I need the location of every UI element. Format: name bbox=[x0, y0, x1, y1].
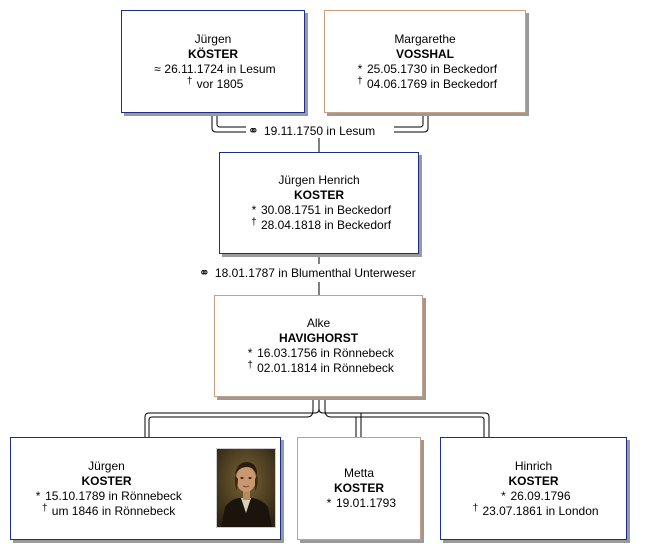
birth-icon: * bbox=[357, 61, 363, 76]
death-date: um 1846 in Rönnebeck bbox=[51, 503, 176, 518]
given-name: Jürgen Henrich bbox=[278, 173, 360, 187]
given-name: Hinrich bbox=[514, 458, 553, 473]
birth-date: 19.01.1793 bbox=[335, 496, 397, 510]
given-name: Jürgen bbox=[88, 458, 125, 473]
death-date: vor 1805 bbox=[196, 76, 244, 91]
death-date: 02.01.1814 in Rönnebeck bbox=[257, 361, 394, 375]
surname: KOSTER bbox=[333, 481, 384, 495]
person-box-alke-havighorst[interactable]: Alke HAVIGHORST * 16.03.1756 in Rönnebeck… bbox=[214, 295, 423, 397]
given-name: Alke bbox=[306, 316, 331, 330]
death-icon: † bbox=[357, 75, 363, 87]
marriage-icon: ⚭ bbox=[199, 265, 210, 280]
death-icon: † bbox=[251, 217, 257, 228]
person-box-metta-koster[interactable]: Metta KOSTER *19.01.1793 bbox=[297, 437, 421, 540]
death-icon: † bbox=[42, 502, 48, 514]
surname: KÖSTER bbox=[187, 46, 238, 61]
death-icon: † bbox=[472, 502, 479, 514]
birth-date: 25.05.1730 in Beckedorf bbox=[366, 61, 498, 76]
birth-icon: * bbox=[326, 496, 332, 510]
death-icon: † bbox=[247, 360, 253, 371]
baptism-icon: ≈ bbox=[154, 61, 161, 76]
birth-date: 15.10.1789 in Rönnebeck bbox=[45, 488, 182, 503]
death-date: 04.06.1769 in Beckedorf bbox=[366, 76, 498, 91]
surname: VOSSHAL bbox=[395, 46, 454, 61]
marriage-date: 18.01.1787 in Blumenthal Unterweser bbox=[214, 266, 416, 280]
death-date: 23.07.1861 in London bbox=[482, 503, 599, 518]
death-icon: † bbox=[186, 75, 193, 87]
birth-date: 16.03.1756 in Rönnebeck bbox=[257, 346, 394, 360]
marriage-icon: ⚭ bbox=[248, 123, 259, 138]
marriage-label-1: ⚭ 19.11.1750 in Lesum bbox=[248, 123, 376, 138]
surname: KOSTER bbox=[81, 473, 132, 488]
given-name: Metta bbox=[343, 466, 374, 480]
surname: HAVIGHORST bbox=[278, 331, 359, 345]
given-name: Margarethe bbox=[394, 31, 456, 46]
birth-icon: * bbox=[251, 203, 257, 217]
birth-date: 26.11.1724 in Lesum bbox=[164, 61, 276, 76]
birth-date: 26.09.1796 bbox=[510, 488, 571, 503]
portrait-photo bbox=[216, 448, 276, 528]
surname: KOSTER bbox=[508, 473, 559, 488]
marriage-date: 19.11.1750 in Lesum bbox=[263, 124, 376, 138]
birth-icon: * bbox=[501, 488, 506, 503]
given-name: Jürgen bbox=[194, 31, 232, 46]
person-box-juergen-koester-1724[interactable]: Jürgen KÖSTER ≈26.11.1724 in Lesum †vor … bbox=[121, 10, 305, 113]
surname: KOSTER bbox=[293, 188, 344, 202]
birth-date: 30.08.1751 in Beckedorf bbox=[260, 203, 392, 217]
marriage-label-2: ⚭ 18.01.1787 in Blumenthal Unterweser bbox=[199, 266, 416, 280]
birth-icon: * bbox=[35, 488, 41, 503]
person-box-margarethe-vosshal[interactable]: Margarethe VOSSHAL *25.05.1730 in Becked… bbox=[324, 10, 526, 113]
birth-icon: * bbox=[247, 346, 253, 360]
death-date: 28.04.1818 in Beckedorf bbox=[260, 218, 392, 232]
person-box-hinrich-koster[interactable]: Hinrich KOSTER * 26.09.1796 †23.07.1861 i… bbox=[440, 437, 627, 540]
person-box-juergen-henrich-koster[interactable]: Jürgen Henrich KOSTER *30.08.1751 in Bec… bbox=[219, 152, 419, 254]
